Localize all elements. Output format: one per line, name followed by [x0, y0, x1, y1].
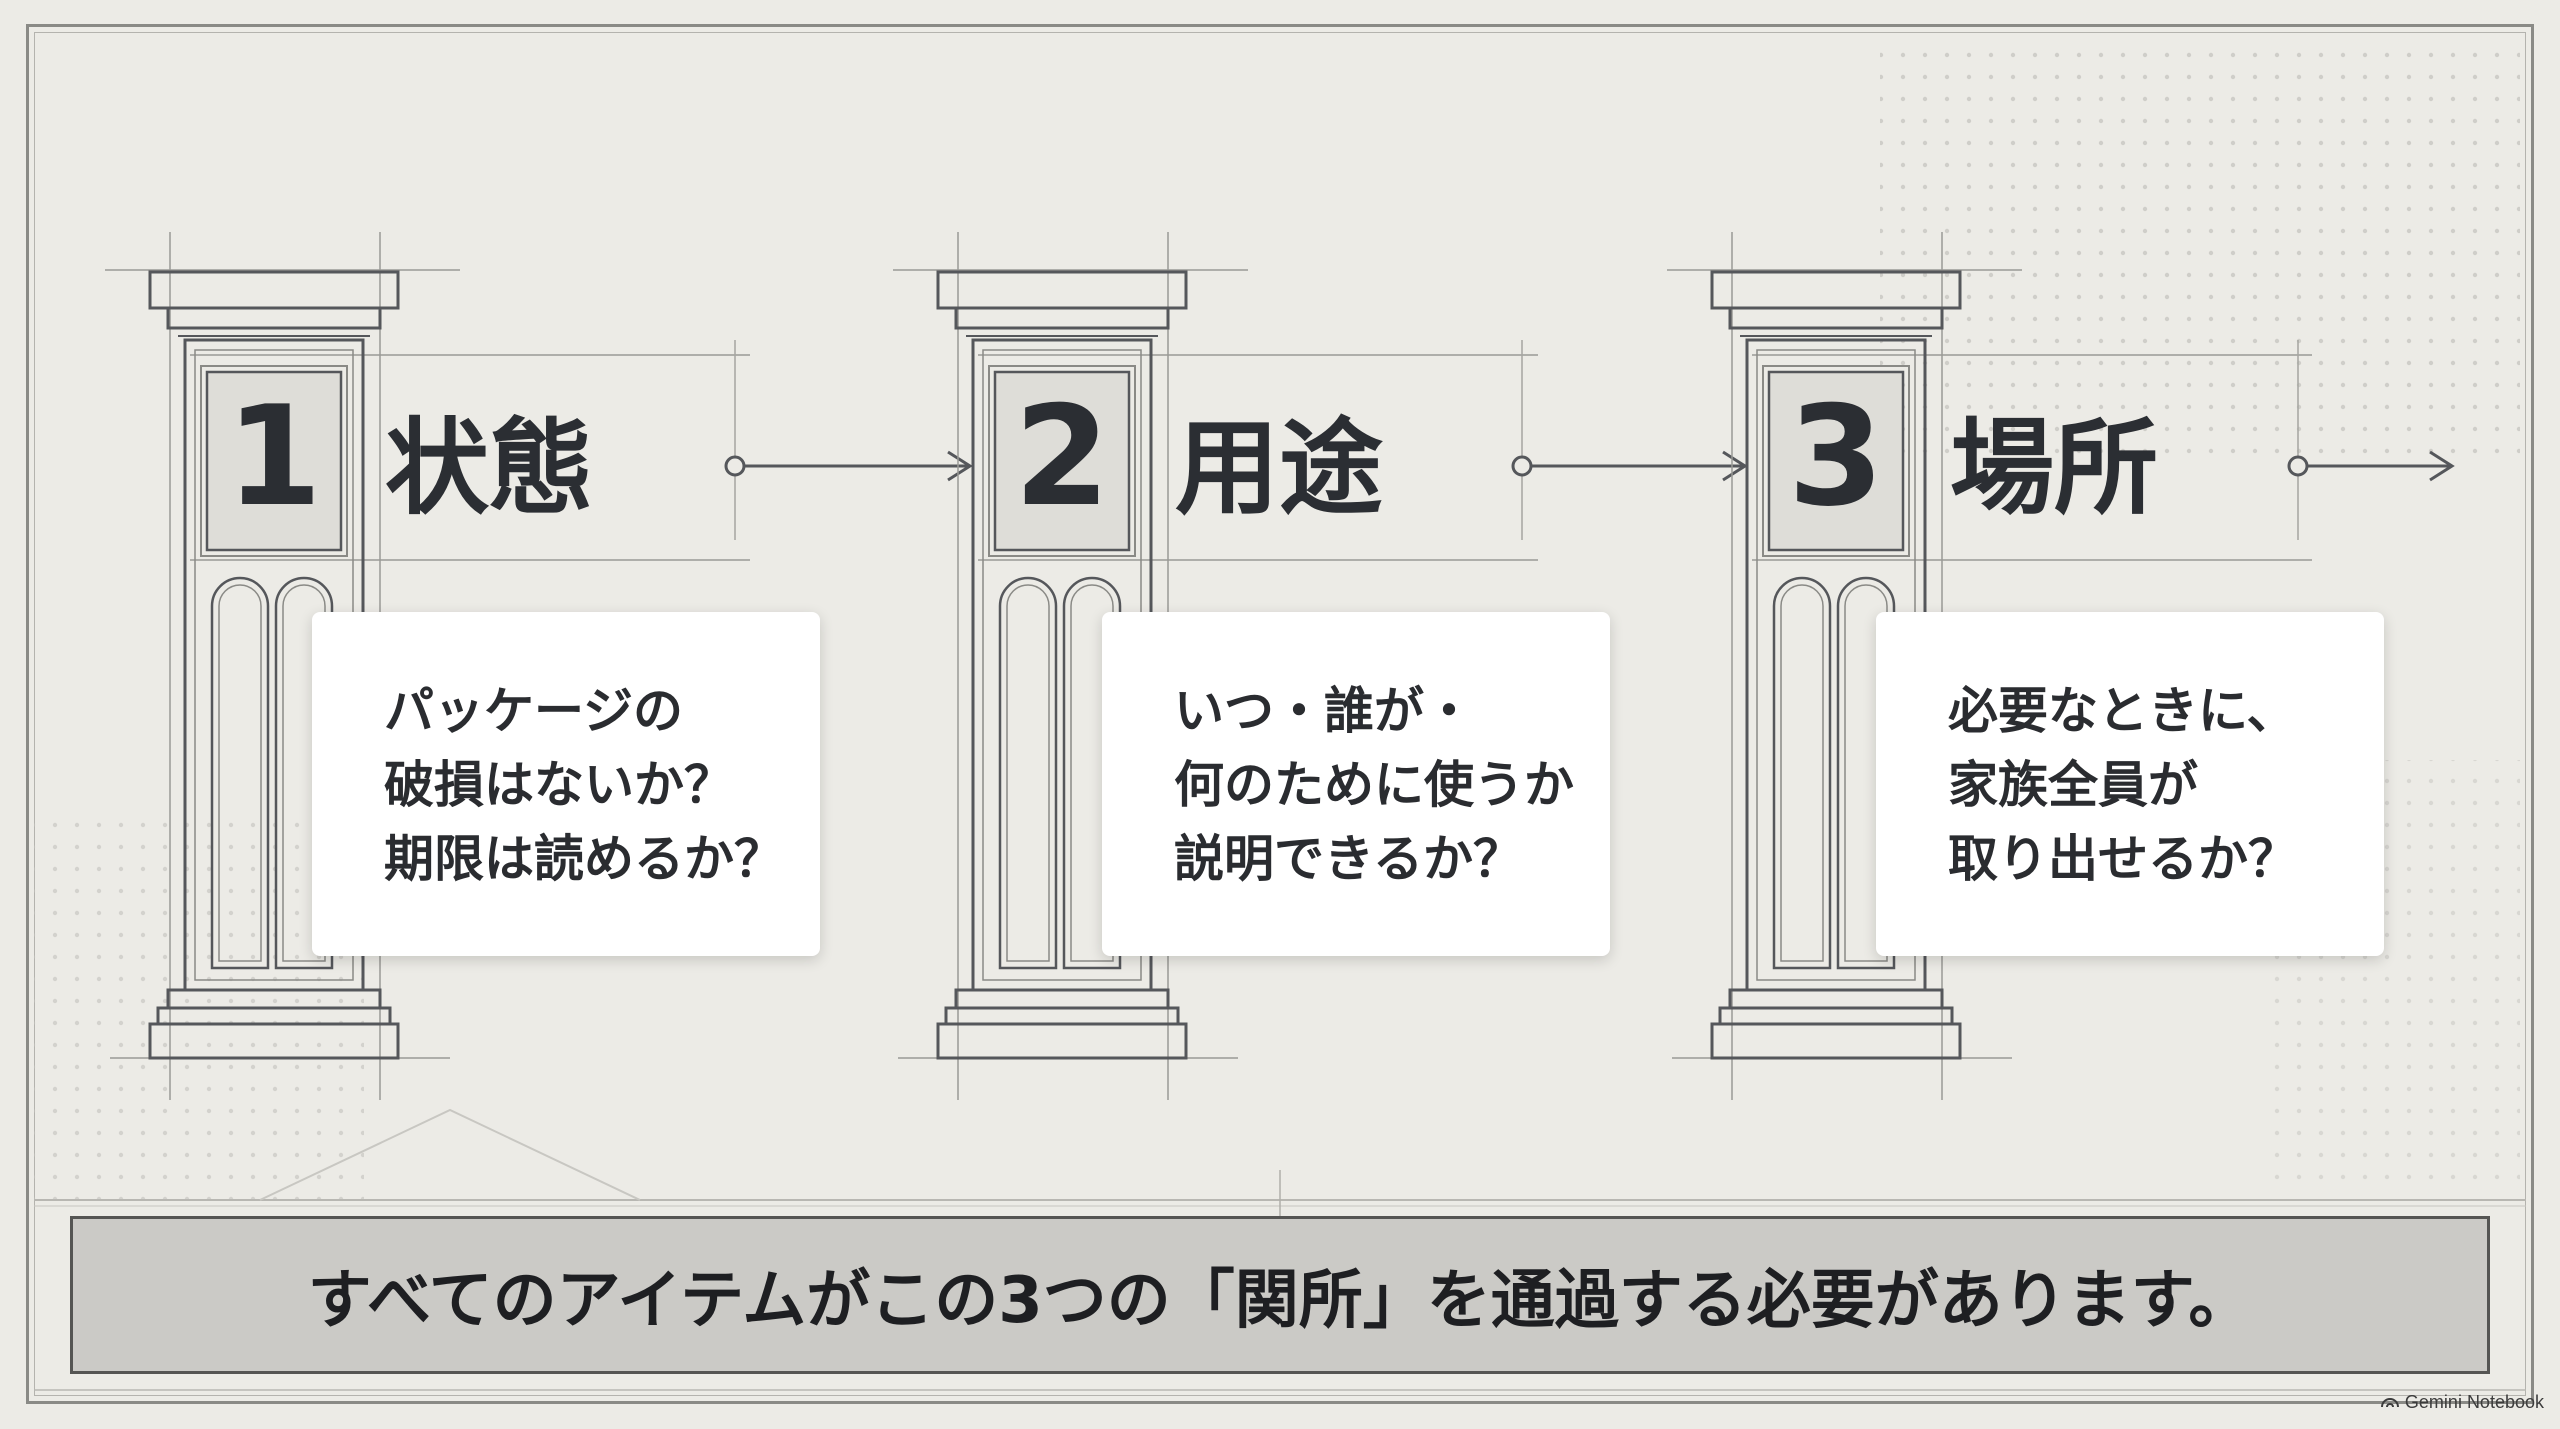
arrow-2 — [1511, 340, 1748, 540]
step-1-title: 状態 — [385, 407, 594, 529]
summary-banner-text: すべてのアイテムがこの3つの「関所」を通過する必要があります。 — [307, 1264, 2253, 1338]
step-2-number: 2 — [1014, 376, 1110, 537]
inner-frame — [34, 32, 2526, 1396]
arrow-1 — [724, 340, 973, 540]
step-2-line-3: 説明できるか？ — [1174, 830, 1523, 888]
dot-pattern-top-right — [1880, 40, 2520, 460]
watermark-text: Gemini Notebook — [2404, 1392, 2544, 1412]
step-3-line-2: 家族全員が — [1948, 756, 2198, 814]
pillar-1: 1 — [105, 232, 750, 1100]
outer-frame — [26, 24, 2534, 1404]
step-3-line-1: 必要なときに、 — [1948, 682, 2297, 740]
step-3-title: 場所 — [1950, 407, 2159, 529]
step-1-number: 1 — [226, 376, 322, 537]
step-3-line-3: 取り出せるか？ — [1948, 830, 2298, 888]
pillar-3: 3 — [1667, 232, 2312, 1100]
step-2-line-1: いつ・誰が・ — [1174, 682, 1474, 740]
summary-banner: すべてのアイテムがこの3つの「関所」を通過する必要があります。 — [70, 1216, 2490, 1374]
step-1-line-1: パッケージの — [384, 682, 683, 740]
step-1-card: パッケージの 破損はないか？ 期限は読めるか？ — [312, 612, 820, 956]
step-3-card: 必要なときに、 家族全員が 取り出せるか？ — [1876, 612, 2384, 956]
gemini-logo-icon — [2380, 1392, 2399, 1413]
pillars-and-arrows: 1 2 3 — [105, 232, 2455, 1201]
arrow-3 — [2287, 340, 2455, 540]
step-2-line-2: 何のために使うか — [1174, 756, 1574, 814]
step-3-number: 3 — [1788, 376, 1884, 537]
step-2-title: 用途 — [1175, 407, 1384, 529]
step-1-line-2: 破損はないか？ — [384, 756, 734, 814]
step-2-card: いつ・誰が・ 何のために使うか 説明できるか？ — [1102, 612, 1610, 956]
watermark: Gemini Notebook — [2380, 1392, 2544, 1413]
step-1-line-3: 期限は読めるか？ — [384, 830, 784, 888]
roof-sketch — [259, 1108, 641, 1201]
dot-pattern-bottom-left — [34, 820, 364, 1200]
pillar-2: 2 — [893, 232, 1538, 1100]
